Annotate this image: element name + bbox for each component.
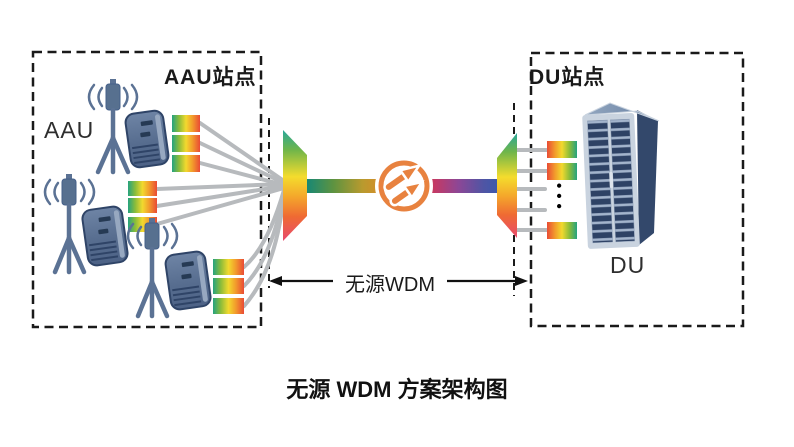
aau-fiber-lines xyxy=(155,121,286,308)
radio-unit-icon xyxy=(164,250,212,311)
du-fiber-lines xyxy=(514,148,550,232)
rainbow-prism-mux-icon xyxy=(283,130,307,241)
rainbow-prism-demux-icon xyxy=(497,133,517,238)
antenna-radio-waves-icon xyxy=(126,218,179,319)
du-label: DU xyxy=(610,252,646,278)
more-channels-ellipsis: ••• xyxy=(550,183,567,214)
diagram-caption: 无源 WDM 方案架构图 xyxy=(286,377,508,402)
passive-wdm-link-label: 无源WDM xyxy=(345,274,435,296)
orange-circle-double-arrow-icon xyxy=(375,157,433,215)
du-site-title: DU站点 xyxy=(529,66,606,89)
aau-label: AAU xyxy=(44,117,95,143)
antenna-radio-waves-icon xyxy=(87,79,139,175)
radio-unit-icon xyxy=(81,205,129,267)
antenna-radio-waves-icon xyxy=(43,174,96,275)
aau-site-title: AAU站点 xyxy=(164,66,257,89)
radio-unit-icon xyxy=(124,109,170,169)
server-cabinet-icon xyxy=(582,102,660,249)
passive-wdm-span-arrow xyxy=(269,276,528,286)
du-wavelength-blocks xyxy=(547,141,577,239)
